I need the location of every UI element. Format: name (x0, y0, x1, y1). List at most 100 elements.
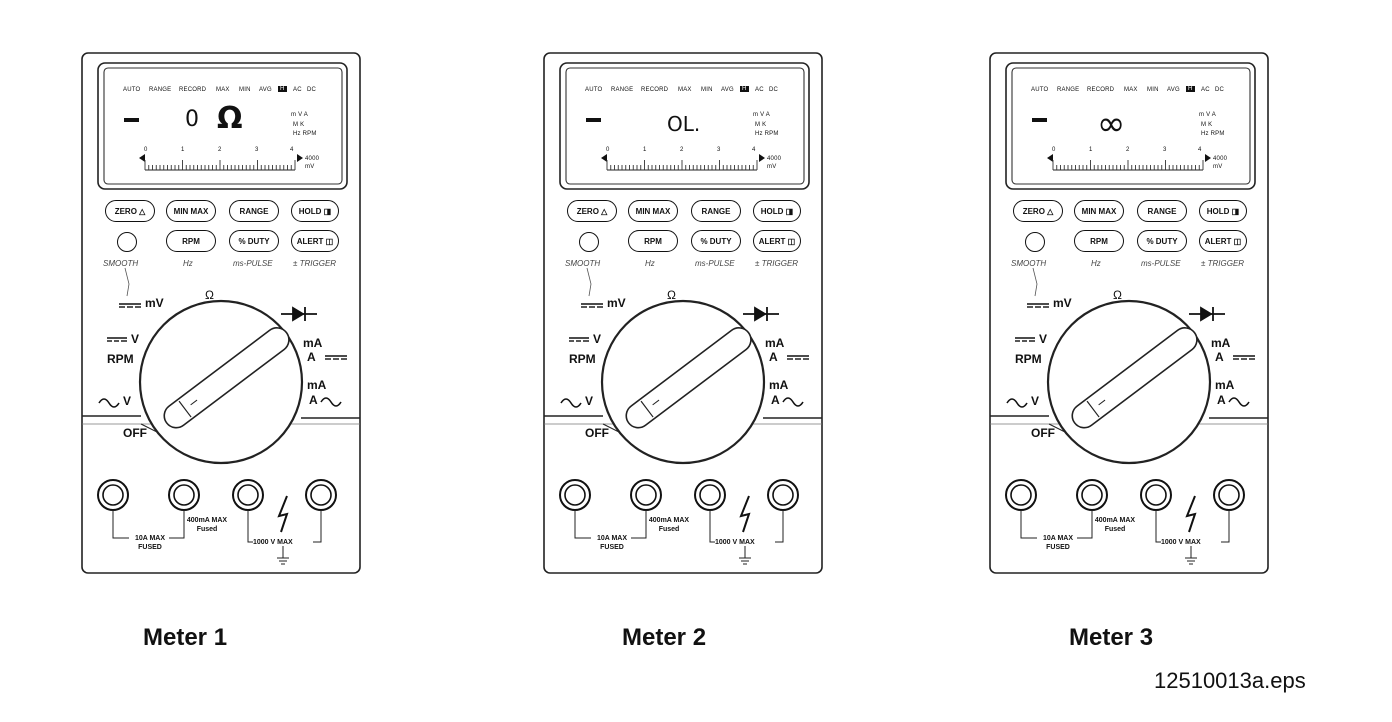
range-button[interactable]: RANGE (691, 200, 741, 222)
dial-a-ac-label: A (309, 393, 318, 407)
meter-body-drawing (543, 52, 823, 574)
meter-body-drawing (989, 52, 1269, 574)
min-max-button[interactable]: MIN MAX (166, 200, 216, 222)
duty-button[interactable]: % DUTY (691, 230, 741, 252)
hold-button[interactable]: HOLD ◨ (291, 200, 339, 222)
ms-pulse-label: ms-PULSE (233, 259, 273, 268)
meter-caption-3: Meter 3 (1069, 624, 1154, 651)
hold-button[interactable]: HOLD ◨ (753, 200, 801, 222)
range-button[interactable]: RANGE (1137, 200, 1187, 222)
unit-hz-rpm-annunciator: Hz RPM (293, 131, 317, 137)
max-annunciator: MAX (1124, 87, 1138, 93)
smooth-button[interactable] (1025, 232, 1045, 252)
range-annunciator: RANGE (1057, 87, 1080, 93)
ac-annunciator: AC (755, 87, 764, 93)
jack-10a-max-text: 10A MAX (134, 535, 166, 542)
dial-a-dc-label: A (769, 350, 778, 364)
scale-label-0: 0 (1052, 147, 1056, 153)
scale-unit-label: mV (1213, 164, 1223, 170)
scale-label-4: 4 (1198, 147, 1202, 153)
auto-annunciator: AUTO (123, 87, 141, 93)
rpm-button[interactable]: RPM (628, 230, 678, 252)
smooth-button[interactable] (117, 232, 137, 252)
avg-annunciator: AVG (259, 87, 272, 93)
figure-filename: 12510013a.eps (1154, 668, 1306, 693)
smooth-label: SMOOTH (1011, 259, 1047, 268)
dial-ma-top-label: mA (1211, 336, 1231, 350)
alert-button[interactable]: ALERT ◫ (1199, 230, 1247, 252)
min-annunciator: MIN (701, 87, 713, 93)
duty-button[interactable]: % DUTY (1137, 230, 1187, 252)
dc-annunciator: DC (769, 87, 779, 93)
record-annunciator: RECORD (179, 87, 207, 93)
dial-off-label: OFF (585, 426, 609, 440)
multimeter-1: AUTO RANGE RECORD MAX MIN AVG H AC DC m … (81, 52, 361, 574)
scale-label-2: 2 (218, 147, 222, 153)
jack-10a-max-text: 10A MAX (1042, 535, 1074, 542)
dial-ohm-label: Ω (667, 288, 676, 302)
jack-10a-fused-text: FUSED (138, 544, 162, 551)
scale-max-label: 4000 (305, 156, 320, 162)
dial-ohm-label: Ω (205, 288, 214, 302)
hz-label: Hz (183, 259, 193, 268)
min-max-button[interactable]: MIN MAX (628, 200, 678, 222)
zero-button[interactable]: ZERO △ (567, 200, 617, 222)
dial-ma-top-label: mA (303, 336, 323, 350)
range-annunciator: RANGE (611, 87, 634, 93)
rpm-button[interactable]: RPM (166, 230, 216, 252)
scale-label-1: 1 (1089, 147, 1093, 153)
ms-pulse-label: ms-PULSE (695, 259, 735, 268)
zero-button[interactable]: ZERO △ (1013, 200, 1063, 222)
jack-400ma-fused-text: Fused (658, 526, 680, 533)
hz-label: Hz (645, 259, 655, 268)
dial-mv-label: mV (145, 296, 164, 310)
alert-button[interactable]: ALERT ◫ (291, 230, 339, 252)
dial-rpm-label: RPM (1015, 352, 1042, 366)
lcd-readout: ∞ (1097, 104, 1126, 144)
dc-annunciator: DC (1215, 87, 1225, 93)
dial-a-dc-label: A (1215, 350, 1224, 364)
unit-m-k-annunciator: M K (1201, 122, 1213, 128)
range-annunciator: RANGE (149, 87, 172, 93)
jack-10a-label: 10A MAX FUSED (125, 534, 175, 552)
range-button[interactable]: RANGE (229, 200, 279, 222)
jack-10a-fused-text: FUSED (1046, 544, 1070, 551)
duty-button[interactable]: % DUTY (229, 230, 279, 252)
scale-label-1: 1 (643, 147, 647, 153)
scale-unit-label: mV (767, 164, 777, 170)
ms-pulse-label: ms-PULSE (1141, 259, 1181, 268)
dial-a-dc-label: A (307, 350, 316, 364)
rpm-button[interactable]: RPM (1074, 230, 1124, 252)
alert-button[interactable]: ALERT ◫ (753, 230, 801, 252)
hold-annunciator: H (740, 86, 749, 92)
max-annunciator: MAX (216, 87, 230, 93)
hold-button[interactable]: HOLD ◨ (1199, 200, 1247, 222)
dial-off-label: OFF (1031, 426, 1055, 440)
multimeter-2: AUTO RANGE RECORD MAX MIN AVG H AC DC m … (543, 52, 823, 574)
jack-400ma-label: 400mA MAX Fused (641, 516, 697, 534)
jack-400ma-max-text: 400mA MAX (186, 517, 228, 524)
scale-label-3: 3 (717, 147, 721, 153)
scale-unit-label: mV (305, 164, 315, 170)
scale-max-label: 4000 (1213, 156, 1228, 162)
dial-ma-bottom-label: mA (769, 378, 789, 392)
ac-annunciator: AC (293, 87, 302, 93)
avg-annunciator: AVG (721, 87, 734, 93)
unit-m-v-a-annunciator: m V A (291, 112, 309, 118)
dial-off-label: OFF (123, 426, 147, 440)
unit-m-v-a-annunciator: m V A (753, 112, 771, 118)
scale-label-0: 0 (606, 147, 610, 153)
jack-400ma-max-text: 400mA MAX (1094, 517, 1136, 524)
dial-rpm-label: RPM (569, 352, 596, 366)
zero-button[interactable]: ZERO △ (105, 200, 155, 222)
jack-400ma-label: 400mA MAX Fused (1087, 516, 1143, 534)
min-max-button[interactable]: MIN MAX (1074, 200, 1124, 222)
min-annunciator: MIN (1147, 87, 1159, 93)
unit-m-k-annunciator: M K (293, 122, 305, 128)
unit-hz-rpm-annunciator: Hz RPM (755, 131, 779, 137)
smooth-button[interactable] (579, 232, 599, 252)
dial-a-ac-label: A (771, 393, 780, 407)
dial-ac-v-label: V (123, 394, 132, 408)
jack-1000v-label: 1000 V MAX (715, 539, 755, 546)
trigger-label: ± TRIGGER (293, 259, 337, 268)
